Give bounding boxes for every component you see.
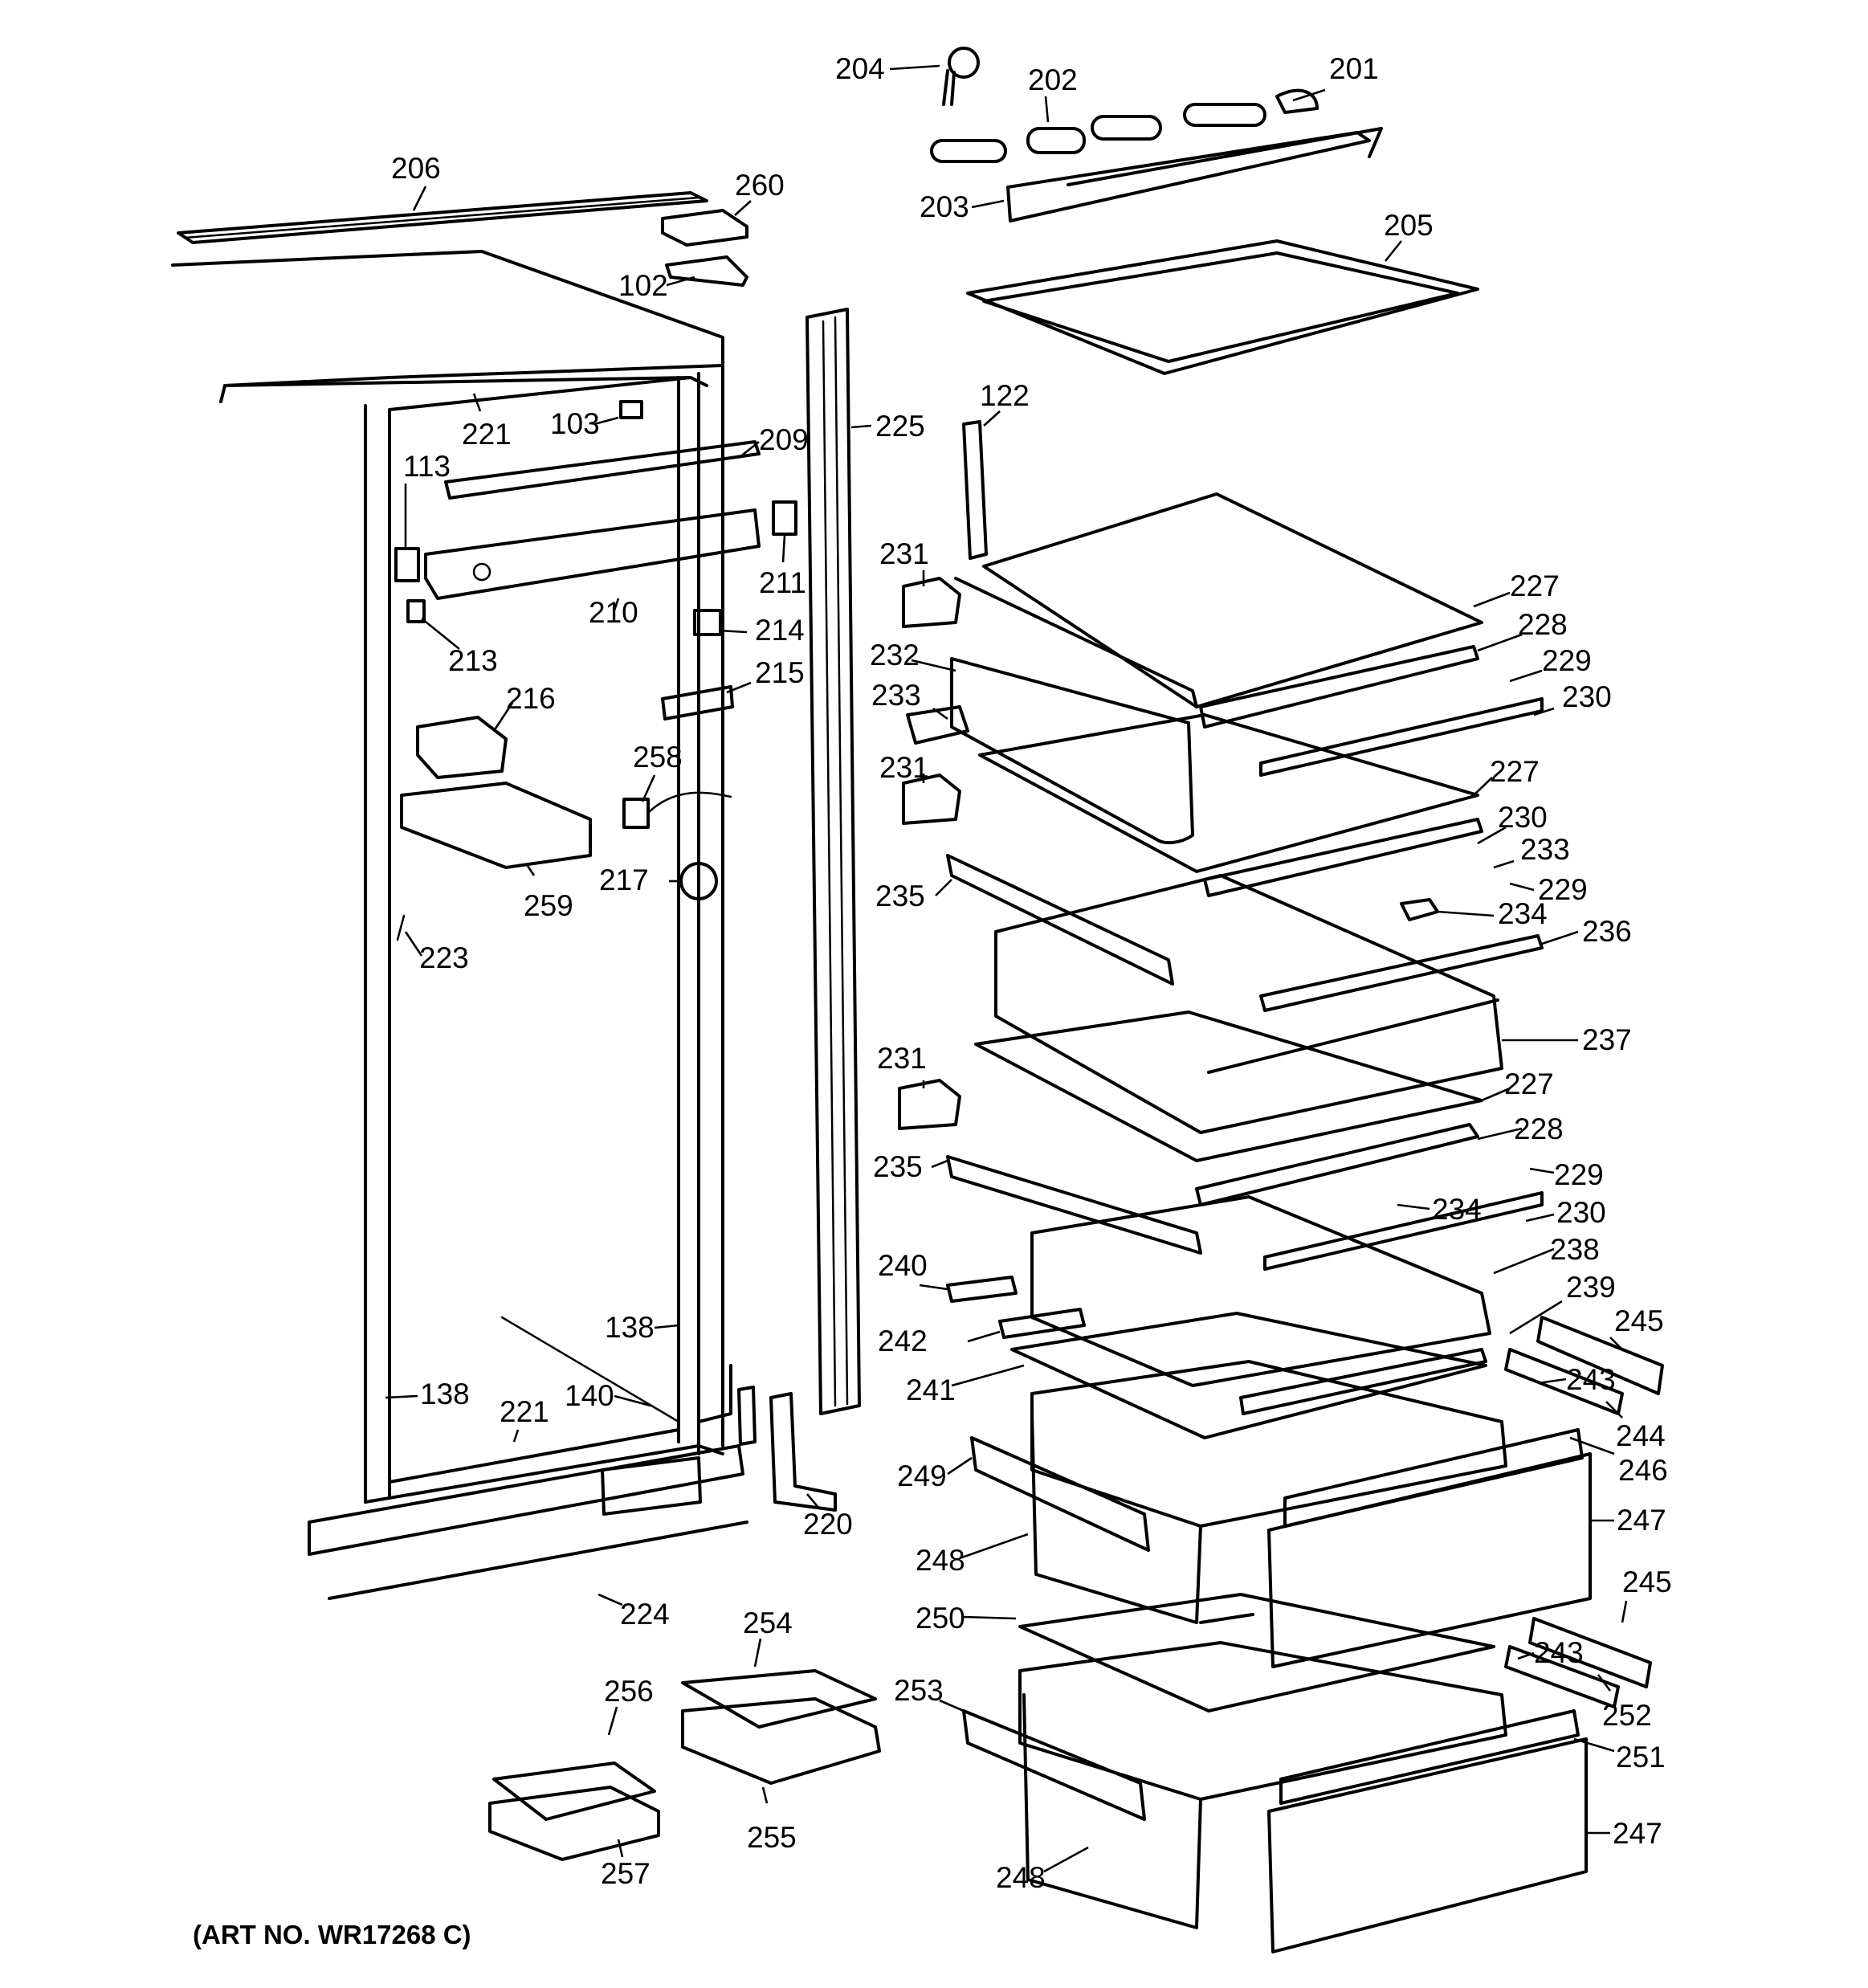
part-label: 227 — [1504, 1067, 1554, 1100]
part-label: 235 — [873, 1150, 923, 1183]
part-label: 251 — [1616, 1741, 1666, 1774]
part-label: 239 — [1566, 1271, 1616, 1304]
shelves — [898, 492, 1544, 1439]
part-label: 221 — [500, 1395, 549, 1428]
part-label: 250 — [916, 1602, 965, 1635]
part-label: 224 — [620, 1598, 670, 1631]
part-label: 215 — [755, 656, 805, 689]
part-label: 228 — [1518, 608, 1568, 641]
part-label: 231 — [879, 537, 929, 570]
part-label: 236 — [1582, 915, 1632, 948]
part-label: 209 — [759, 423, 809, 456]
mullion-divider — [806, 308, 861, 1415]
part-label: 231 — [877, 1042, 927, 1075]
part-label: 247 — [1617, 1504, 1666, 1537]
part-label: 230 — [1498, 801, 1548, 834]
part-label: 229 — [1554, 1158, 1604, 1191]
part-label: 204 — [835, 52, 885, 85]
art-number-caption: (ART NO. WR17268 C) — [193, 1920, 471, 1949]
part-label: 232 — [870, 639, 920, 672]
part-label: 244 — [1616, 1419, 1666, 1452]
part-label: 122 — [980, 379, 1030, 412]
part-label: 103 — [550, 407, 600, 440]
part-label: 231 — [879, 751, 929, 784]
part-label: 206 — [391, 152, 441, 185]
part-label: 216 — [506, 682, 556, 715]
part-label: 253 — [894, 1674, 944, 1707]
part-label: 259 — [524, 889, 573, 922]
part-label: 235 — [875, 880, 925, 912]
part-label: 255 — [747, 1821, 797, 1854]
part-label: 229 — [1542, 644, 1592, 677]
part-label: 252 — [1602, 1699, 1652, 1732]
part-label: 243 — [1566, 1363, 1616, 1396]
part-label: 201 — [1329, 52, 1379, 85]
part-label: 225 — [875, 410, 925, 443]
part-label: 254 — [743, 1606, 793, 1639]
part-label: 217 — [599, 863, 649, 896]
part-label: 241 — [906, 1374, 956, 1406]
part-label: 233 — [871, 679, 921, 712]
part-label: 245 — [1622, 1565, 1672, 1598]
part-label: 221 — [462, 418, 512, 451]
part-label: 210 — [589, 596, 638, 629]
part-label: 227 — [1510, 569, 1560, 602]
part-label: 230 — [1562, 680, 1612, 713]
part-label: 233 — [1520, 833, 1570, 866]
part-label: 229 — [1538, 873, 1588, 906]
part-label: 237 — [1582, 1023, 1632, 1056]
door-bins — [488, 1669, 881, 1861]
part-label: 203 — [920, 190, 969, 223]
part-label: 243 — [1534, 1636, 1584, 1669]
crisper-drawers — [962, 1316, 1664, 1953]
part-label: 102 — [618, 269, 668, 302]
part-label: 247 — [1613, 1817, 1662, 1850]
part-label: 260 — [735, 169, 785, 202]
part-label: 246 — [1618, 1454, 1668, 1487]
part-label: 220 — [803, 1508, 853, 1541]
part-label: 205 — [1384, 209, 1434, 242]
part-label: 202 — [1028, 63, 1078, 96]
part-label: 234 — [1432, 1193, 1482, 1226]
part-label: 211 — [759, 566, 806, 599]
part-label: 113 — [403, 450, 451, 483]
part-label: 256 — [604, 1675, 654, 1708]
part-label: 248 — [916, 1544, 965, 1577]
part-label: 238 — [1550, 1233, 1600, 1266]
part-label: 140 — [565, 1379, 614, 1412]
part-label: 242 — [878, 1325, 928, 1357]
part-label: 214 — [755, 614, 805, 647]
part-label: 227 — [1490, 755, 1540, 788]
part-label: 249 — [897, 1459, 947, 1492]
part-label: 257 — [601, 1857, 651, 1890]
part-label: 245 — [1614, 1304, 1664, 1337]
part-label: 138 — [605, 1311, 655, 1344]
part-label: 240 — [878, 1249, 928, 1282]
leader-lines — [385, 64, 1628, 1873]
part-label: 230 — [1556, 1196, 1606, 1229]
part-label: 258 — [633, 741, 683, 774]
part-label: 213 — [448, 644, 498, 677]
part-label: 248 — [996, 1861, 1046, 1894]
cabinet-liner — [171, 191, 748, 1600]
top-right-components — [930, 47, 1479, 560]
part-label: 223 — [419, 941, 469, 974]
part-label: 228 — [1514, 1112, 1564, 1145]
part-number-labels: 204 202 201 206 260 203 205 102 221 103 … — [391, 52, 1672, 1894]
left-components — [394, 209, 837, 1516]
part-label: 138 — [420, 1378, 470, 1410]
part-label: 234 — [1498, 897, 1548, 930]
